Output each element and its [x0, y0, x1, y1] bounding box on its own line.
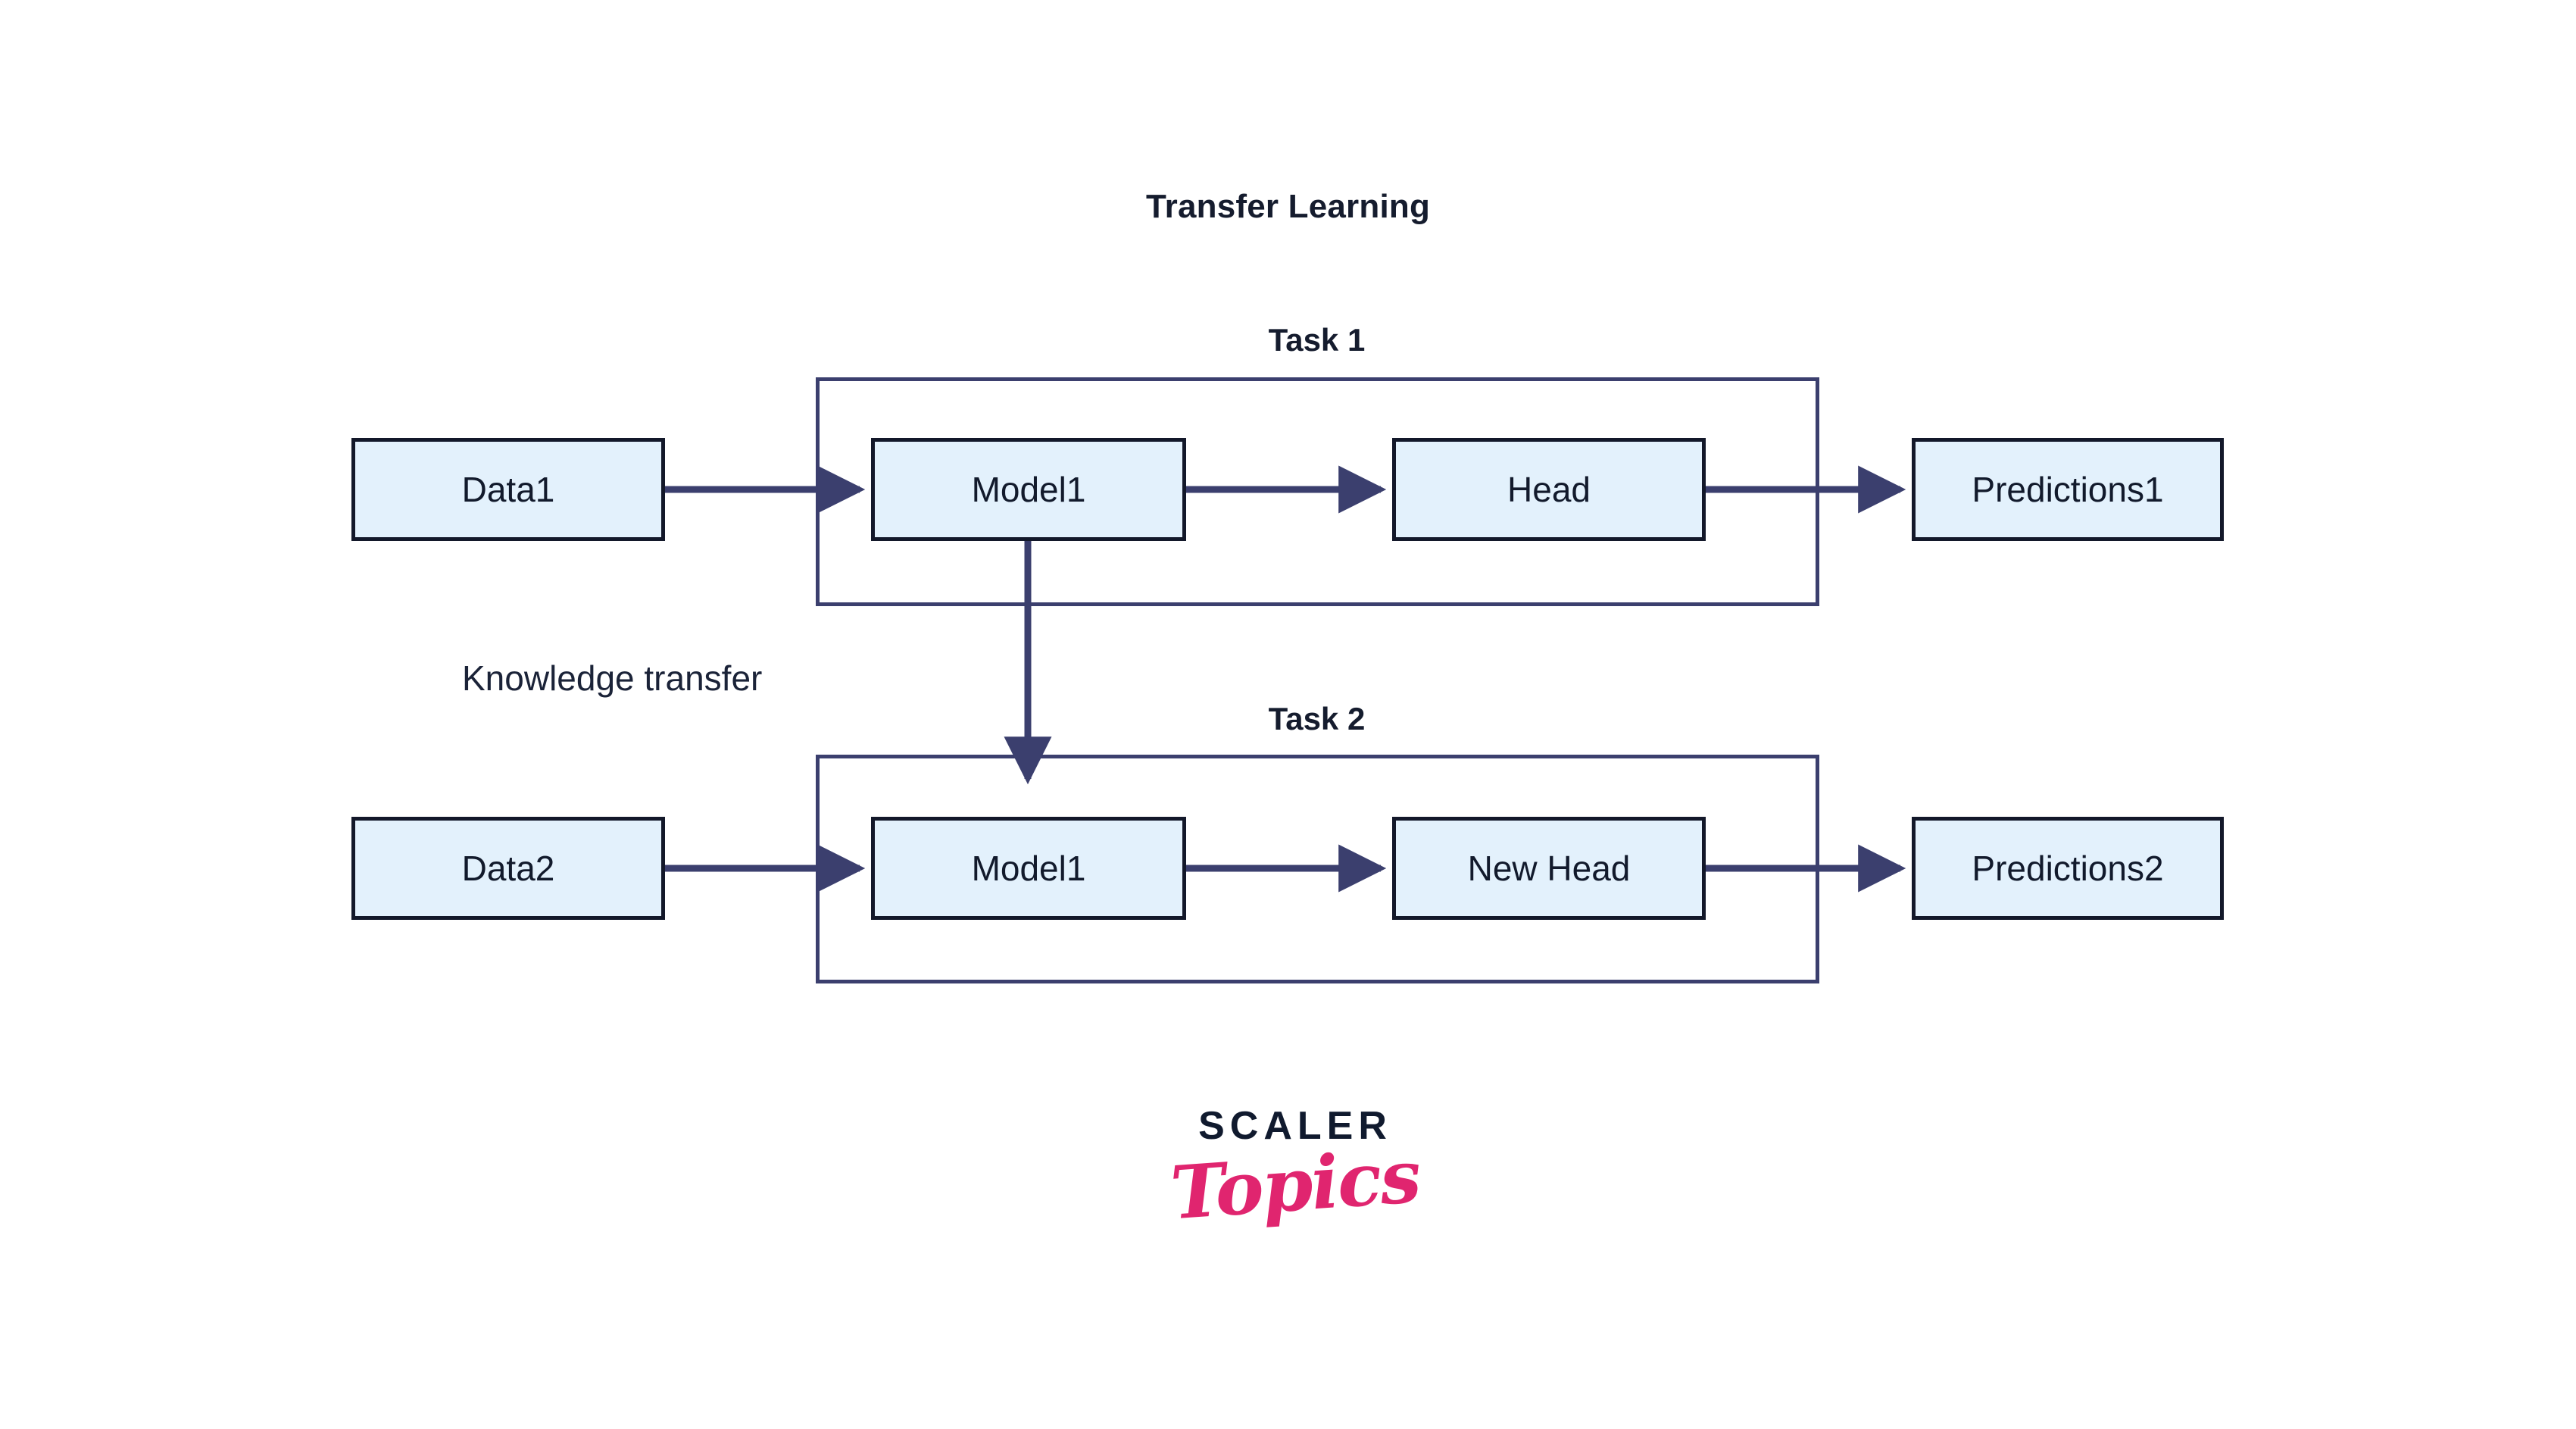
knowledge-transfer-label: Knowledge transfer [462, 658, 763, 698]
node-model1-task2: Model1 [871, 817, 1186, 920]
logo-wordmark: SCALER [1198, 1104, 1392, 1148]
task2-label: Task 2 [1268, 701, 1366, 736]
node-data1: Data1 [351, 438, 665, 541]
node-model1-task1: Model1 [871, 438, 1186, 541]
node-predictions1: Predictions1 [1912, 438, 2224, 541]
task1-label: Task 1 [1268, 322, 1366, 358]
node-predictions2: Predictions2 [1912, 817, 2224, 920]
page-title: Transfer Learning [1145, 188, 1431, 225]
scaler-topics-logo: SCALER Topics [1166, 1104, 1424, 1236]
logo-script-mark: Topics [1168, 1133, 1422, 1237]
node-data2: Data2 [351, 817, 665, 920]
node-new-head: New Head [1392, 817, 1706, 920]
node-head: Head [1392, 438, 1706, 541]
